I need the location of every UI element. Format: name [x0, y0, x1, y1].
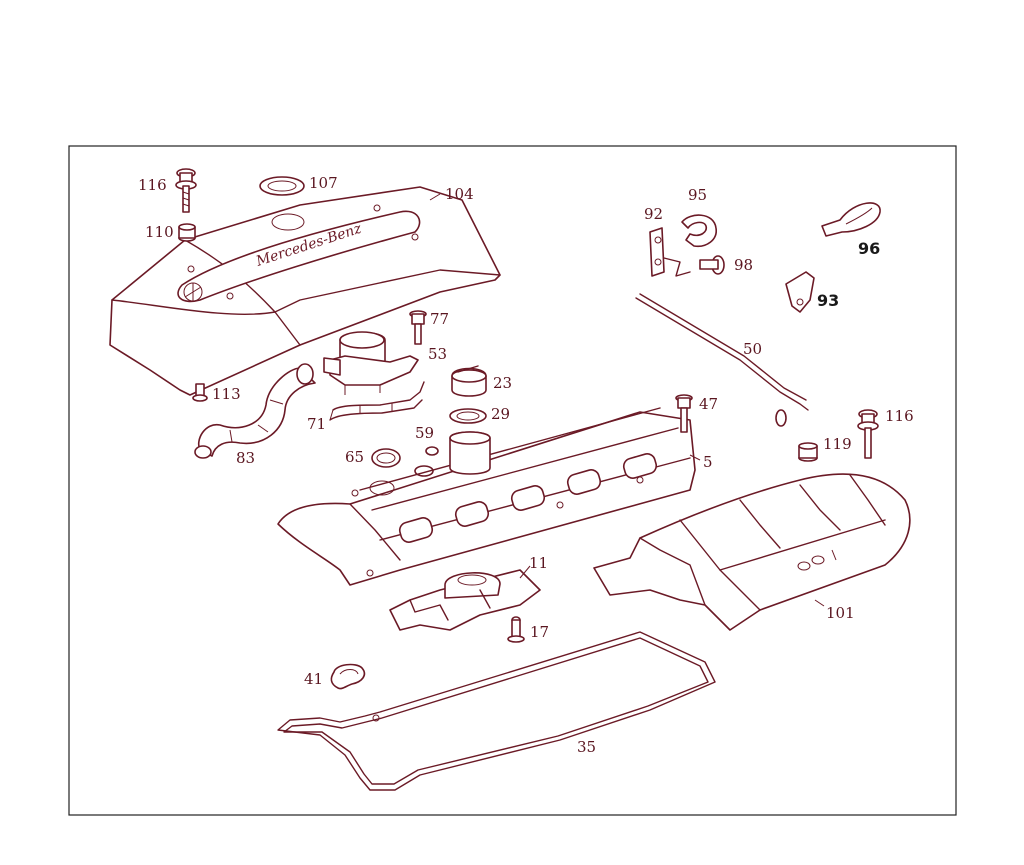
label-5: 5 [703, 453, 713, 471]
part-107-seal-ring[interactable] [259, 176, 305, 196]
part-83-hose[interactable] [194, 363, 316, 459]
label-47: 47 [699, 395, 718, 413]
part-23-oil-filler-cap[interactable] [451, 365, 487, 397]
label-116: 116 [138, 176, 167, 194]
label-96: 96 [858, 239, 880, 258]
label-95: 95 [688, 186, 707, 204]
label-71: 71 [307, 415, 326, 433]
label-23: 23 [493, 374, 512, 392]
label-29: 29 [491, 405, 510, 423]
label-77: 77 [430, 310, 449, 328]
part-77-bolt[interactable] [409, 310, 427, 345]
label-92: 92 [644, 205, 663, 223]
part-93-bracket[interactable] [785, 271, 815, 313]
part-98-bolt[interactable] [699, 255, 725, 275]
leader-5 [689, 454, 701, 461]
label-50: 50 [743, 340, 762, 358]
label-53: 53 [428, 345, 447, 363]
label-116-right: 116 [885, 407, 914, 425]
leader-101 [814, 599, 825, 607]
leader-104 [429, 193, 441, 201]
part-119-grommet[interactable] [798, 442, 818, 462]
part-17-screw[interactable] [507, 616, 525, 643]
label-41: 41 [304, 670, 323, 688]
part-101-cover[interactable] [593, 473, 911, 631]
label-59: 59 [415, 424, 434, 442]
part-50-tube[interactable] [635, 293, 809, 427]
part-41-gasket[interactable] [330, 663, 366, 690]
label-119: 119 [823, 435, 852, 453]
part-116-bolt[interactable] [175, 168, 197, 213]
label-65: 65 [345, 448, 364, 466]
part-5-cylinder-head-cover[interactable] [277, 407, 696, 586]
part-96-cable-tie[interactable] [821, 202, 881, 237]
label-93: 93 [817, 291, 839, 310]
label-113: 113 [212, 385, 241, 403]
part-116-bolt-right[interactable] [857, 409, 879, 459]
label-110: 110 [145, 223, 174, 241]
label-104: 104 [445, 185, 474, 203]
part-47-bolt[interactable] [675, 394, 693, 433]
part-53-breather-valve[interactable] [323, 331, 419, 395]
part-113-stud[interactable] [192, 383, 208, 402]
part-59-o-ring[interactable] [414, 446, 439, 477]
label-107: 107 [309, 174, 338, 192]
part-92-bracket[interactable] [649, 227, 691, 277]
label-11: 11 [529, 554, 548, 572]
part-95-clamp[interactable] [681, 214, 717, 248]
label-17: 17 [530, 623, 549, 641]
leader-11 [519, 565, 531, 579]
label-98: 98 [734, 256, 753, 274]
part-71-gasket-strip[interactable] [329, 381, 425, 421]
part-29-seal[interactable] [449, 408, 487, 424]
label-35: 35 [577, 738, 596, 756]
part-104-engine-cover[interactable]: Mercedes-Benz [109, 186, 501, 396]
label-83: 83 [236, 449, 255, 467]
part-11-baffle[interactable] [389, 569, 541, 631]
label-101: 101 [826, 604, 855, 622]
part-110-grommet[interactable] [178, 223, 196, 242]
diagram-frame [68, 145, 957, 816]
part-35-gasket[interactable] [277, 631, 716, 791]
part-65-seal-ring[interactable] [371, 448, 401, 468]
